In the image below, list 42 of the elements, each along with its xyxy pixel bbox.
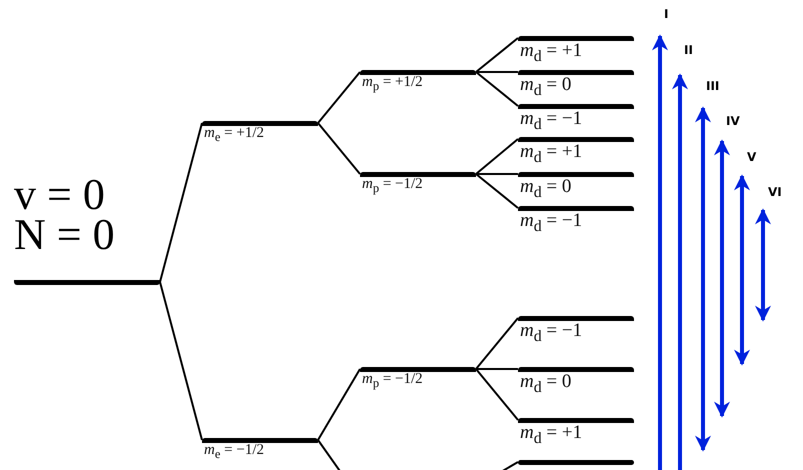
transition-label: III [706,80,720,93]
connector-line [159,282,203,440]
energy-level-bar [518,460,634,464]
level-label: m$_{d}$ = 0 [519,372,572,396]
level-label: m$_{d}$ = −1 [519,108,584,133]
level-label: m$_{d}$ = 0 [519,74,572,99]
connector-line [317,122,361,175]
level-label: m$_{d}$ = 0 [519,176,572,201]
connector-line [317,368,361,441]
transition-label: I [664,8,668,21]
connector-line [476,368,518,370]
connector-line [475,317,519,370]
connector-line [475,37,519,73]
energy-level [202,438,318,461]
level-label: m$_{p}$ = −1/2 [361,372,424,390]
connector-line [317,439,343,470]
connector-line [475,138,519,175]
transition-label: IV [726,115,740,128]
level-label: m$_{e}$ = +1/2 [203,126,265,144]
level-label: m$_{d}$ = +1 [519,40,584,65]
connector-line [476,173,518,175]
level-label: m$_{d}$ = −1 [519,320,584,345]
energy-level [202,120,318,144]
level-label: m$_{d}$ = +1 [519,422,584,447]
energy-level [360,172,476,195]
transition-label: V [747,151,756,164]
energy-level [360,70,476,93]
connector-line [475,368,519,421]
level-label: m$_{e}$ = −1/2 [203,442,265,461]
connector-line [475,173,519,209]
level-label: m$_{p}$ = +1/2 [361,74,424,93]
connector-line [476,71,518,73]
level-label: v = 0 N = 0 [14,174,116,254]
energy-level [360,366,476,390]
connector-line [475,71,519,107]
level-label: m$_{d}$ = −1 [519,210,584,235]
connector-line [159,122,203,282]
transition-label: VI [768,186,782,199]
level-label: m$_{d}$ = +1 [519,142,584,166]
transition-label: II [684,44,693,57]
level-label: m$_{p}$ = −1/2 [361,176,424,195]
connector-line [317,71,361,124]
